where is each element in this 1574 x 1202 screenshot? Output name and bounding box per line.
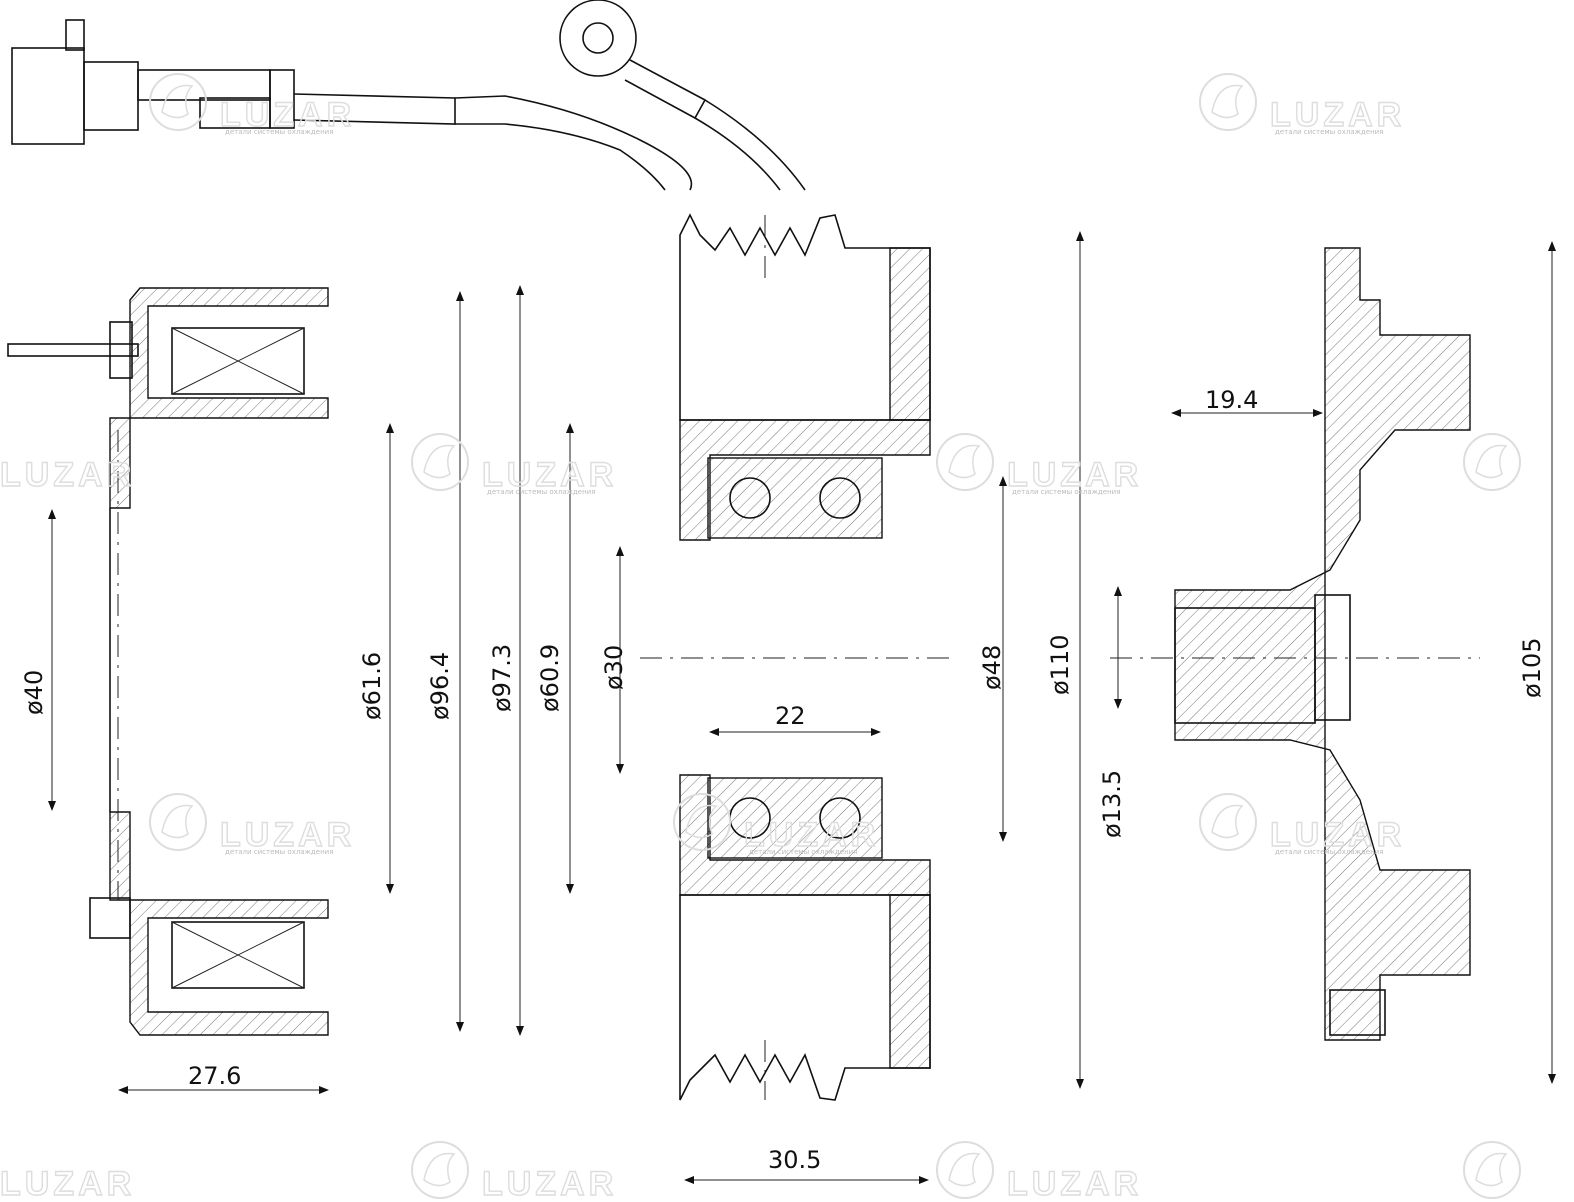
svg-text:LUZAR: LUZAR [1270,816,1405,854]
svg-text:LUZAR: LUZAR [220,96,355,134]
dim-coil-inner: ø61.6 [358,652,386,720]
dim-pulley-diameter: ø110 [1046,635,1074,696]
svg-text:детали системы охлаждения: детали системы охлаждения [225,848,333,856]
dim-bearing-width: 22 [775,702,806,730]
dimensions [48,231,1556,1184]
dim-pulley-width: 30.5 [768,1146,821,1174]
svg-text:LUZAR: LUZAR [744,816,879,854]
svg-text:детали системы охлаждения: детали системы охлаждения [225,128,333,136]
hub-section [1110,247,1480,1041]
dim-pulley-inner: ø60.9 [536,644,564,712]
svg-text:детали системы охлаждения: детали системы охлаждения [749,848,857,856]
dimension-labels: ø40 ø61.6 ø96.4 27.6 ø97.3 ø60.9 ø30 22 … [20,386,1546,1174]
svg-text:детали системы охлаждения: детали системы охлаждения [487,488,595,496]
dim-pulley-bore: ø30 [600,645,628,690]
svg-text:LUZAR: LUZAR [0,1165,135,1202]
dim-coil-bore: ø40 [20,670,48,715]
wire-harness [11,0,806,191]
dim-bearing-diameter: ø48 [978,645,1006,690]
svg-text:детали системы охлаждения: детали системы охлаждения [1275,128,1383,136]
dim-shaft-diameter: ø13.5 [1098,770,1126,838]
coil-section [7,287,329,1036]
pulley-section [640,213,950,1101]
svg-text:LUZAR: LUZAR [482,456,617,494]
svg-text:LUZAR: LUZAR [1270,96,1405,134]
svg-text:LUZAR: LUZAR [482,1165,617,1202]
svg-text:детали системы охлаждения: детали системы охлаждения [1275,848,1383,856]
dim-coil-width: 27.6 [188,1062,241,1090]
dim-coil-outer: ø96.4 [426,652,454,720]
svg-text:LUZAR: LUZAR [1007,1165,1142,1202]
dim-pulley-outer: ø97.3 [488,644,516,712]
dim-plate-diameter: ø105 [1518,638,1546,699]
svg-text:детали системы охлаждения: детали системы охлаждения [1012,488,1120,496]
svg-text:LUZAR: LUZAR [1007,456,1142,494]
svg-text:LUZAR: LUZAR [0,456,135,494]
dim-hub-length: 19.4 [1205,386,1258,414]
svg-text:LUZAR: LUZAR [220,816,355,854]
